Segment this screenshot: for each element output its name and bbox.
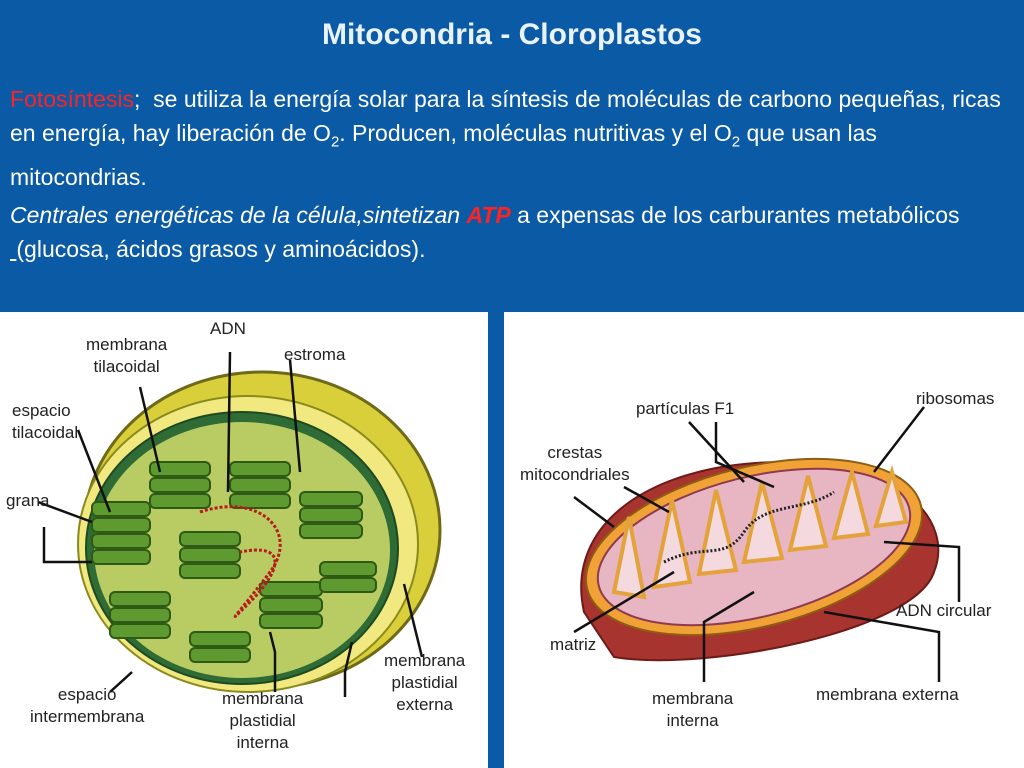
chloroplast-drawing [37, 351, 442, 697]
keyword-fotosintesis: Fotosíntesis [10, 86, 134, 112]
mitochondrion-diagram: partículas F1 ribosomas crestas mitocond… [504, 312, 1024, 768]
atp-keyword: ATP [466, 201, 511, 228]
subscript-2a: 2 [330, 133, 340, 151]
label-membrana-interna: membrana interna [652, 689, 734, 730]
p2-text-b: (glucosa, ácidos grasos y aminoácidos). [16, 235, 426, 262]
label-espacio-tilacoidal: espacio tilacoidal [12, 401, 79, 442]
label-membrana-externa: membrana externa [816, 685, 959, 704]
label-grana: grana [6, 491, 50, 510]
label-ribosomas: ribosomas [916, 389, 995, 408]
p2-text-a: a expensas de los carburantes metabólico… [510, 201, 960, 228]
label-adn: ADN [210, 319, 246, 338]
label-particulas-f1: partículas F1 [636, 399, 735, 418]
label-membrana-plastidial-interna: membrana plastidial interna [222, 689, 304, 752]
label-espacio-intermembrana: espacio intermembrana [30, 685, 145, 726]
mitochondrion-drawing [573, 406, 961, 682]
subscript-2b: 2 [731, 133, 741, 151]
chloroplast-diagram: ADN membrana tilacoidal estroma espacio … [0, 312, 488, 768]
p2-italic: Centrales energéticas de la célula,sinte… [10, 201, 467, 228]
label-membrana-tilacoidal: membrana tilacoidal [86, 335, 168, 376]
label-matriz: matriz [550, 635, 597, 654]
label-crestas-mitocondriales: crestas mitocondriales [520, 443, 630, 484]
label-estroma: estroma [284, 345, 346, 364]
p1-text-c: que usan las mitocondrias. [10, 120, 877, 190]
slide-body: Fotosíntesis; se utiliza la energía sola… [10, 82, 1010, 266]
p1-text-a: se utiliza la energía solar para la sínt… [10, 86, 1008, 146]
label-adn-circular: ADN circular [896, 601, 992, 620]
paragraph-mitochondria: Centrales energéticas de la célula,sinte… [10, 198, 1010, 266]
separator: ; [134, 86, 141, 112]
label-membrana-plastidial-externa: membrana plastidial externa [384, 651, 466, 714]
slide-title: Mitocondria - Cloroplastos [321, 18, 702, 51]
p1-text-b: . Producen, moléculas nutritivas y el O [339, 120, 732, 146]
paragraph-photosynthesis: Fotosíntesis; se utiliza la energía sola… [10, 82, 1010, 194]
